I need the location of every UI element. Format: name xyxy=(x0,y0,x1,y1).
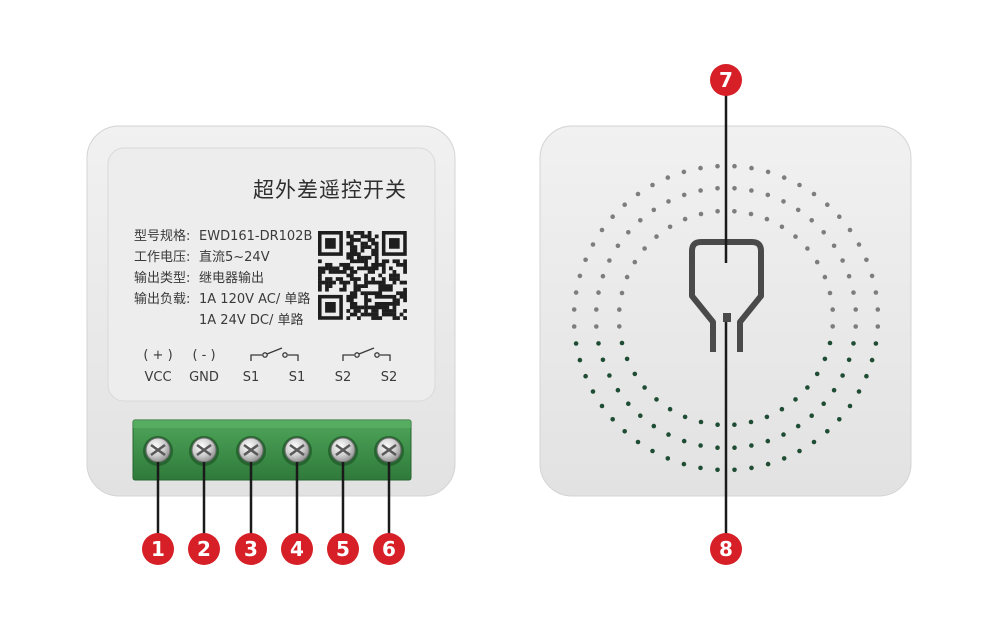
callout-number: 3 xyxy=(244,537,258,561)
terminal-block xyxy=(132,419,412,481)
spec-label: 输出类型: xyxy=(134,270,190,286)
relay-contact-icon xyxy=(342,347,391,361)
terminal-label: S2 xyxy=(335,370,352,385)
callout-2: 2 xyxy=(188,533,220,565)
relay-indicator xyxy=(723,313,731,322)
callout-6: 6 xyxy=(373,533,405,565)
label-panel xyxy=(107,147,436,402)
relay-contact-icon xyxy=(250,347,299,361)
terminal-screw xyxy=(236,436,266,466)
callout-5: 5 xyxy=(327,533,359,565)
terminal-screw xyxy=(282,436,312,466)
callout-number: 5 xyxy=(336,537,350,561)
callout-number: 6 xyxy=(382,537,396,561)
device-title: 超外差遥控开关 xyxy=(253,178,407,202)
qr-code xyxy=(318,231,407,320)
right-device xyxy=(539,94,912,540)
callout-number: 7 xyxy=(719,68,733,92)
spec-value: 直流5~24V xyxy=(199,250,270,265)
terminal-screw xyxy=(328,436,358,466)
polarity-plus: ( + ) xyxy=(143,348,172,363)
terminal-legend: ( + ) ( - ) VCC GND S1 S1 S2 S2 xyxy=(143,347,398,385)
terminal-label: S2 xyxy=(381,370,398,385)
terminal-label: S1 xyxy=(289,370,306,385)
terminal-label: S1 xyxy=(243,370,260,385)
terminal-screw xyxy=(189,436,219,466)
left-device: 超外差遥控开关 型号规格: EWD161-DR102B 工作电压: 直流5~24… xyxy=(86,125,456,497)
callout-7: 7 xyxy=(710,64,742,96)
terminal-screw xyxy=(374,436,404,466)
leader-lines xyxy=(156,462,391,535)
polarity-minus: ( - ) xyxy=(192,348,215,363)
spec-label: 型号规格: xyxy=(134,228,190,244)
callout-number: 1 xyxy=(151,537,165,561)
callout-4: 4 xyxy=(281,533,313,565)
callout-number: 8 xyxy=(719,537,733,561)
spec-value: EWD161-DR102B xyxy=(199,229,312,244)
indicator-dot-rings xyxy=(571,163,881,473)
callout-number: 2 xyxy=(197,537,211,561)
spec-list: 型号规格: EWD161-DR102B 工作电压: 直流5~24V 输出类型: … xyxy=(134,228,312,328)
spec-value: 继电器输出 xyxy=(199,270,264,286)
relay-symbol-icon xyxy=(689,239,764,352)
terminal-screw xyxy=(143,436,173,466)
terminal-label: GND xyxy=(189,370,219,385)
terminal-label: VCC xyxy=(144,370,171,385)
callout-number: 4 xyxy=(290,537,304,561)
spec-label: 输出负载: xyxy=(134,291,190,307)
spec-value: 1A 120V AC/ 单路 xyxy=(199,291,310,307)
spec-value: 1A 24V DC/ 单路 xyxy=(199,312,303,328)
callout-8: 8 xyxy=(710,533,742,565)
callout-3: 3 xyxy=(235,533,267,565)
spec-label: 工作电压: xyxy=(134,250,190,265)
callout-1: 1 xyxy=(142,533,174,565)
callout-markers: 1 2 3 4 5 6 xyxy=(142,533,405,565)
